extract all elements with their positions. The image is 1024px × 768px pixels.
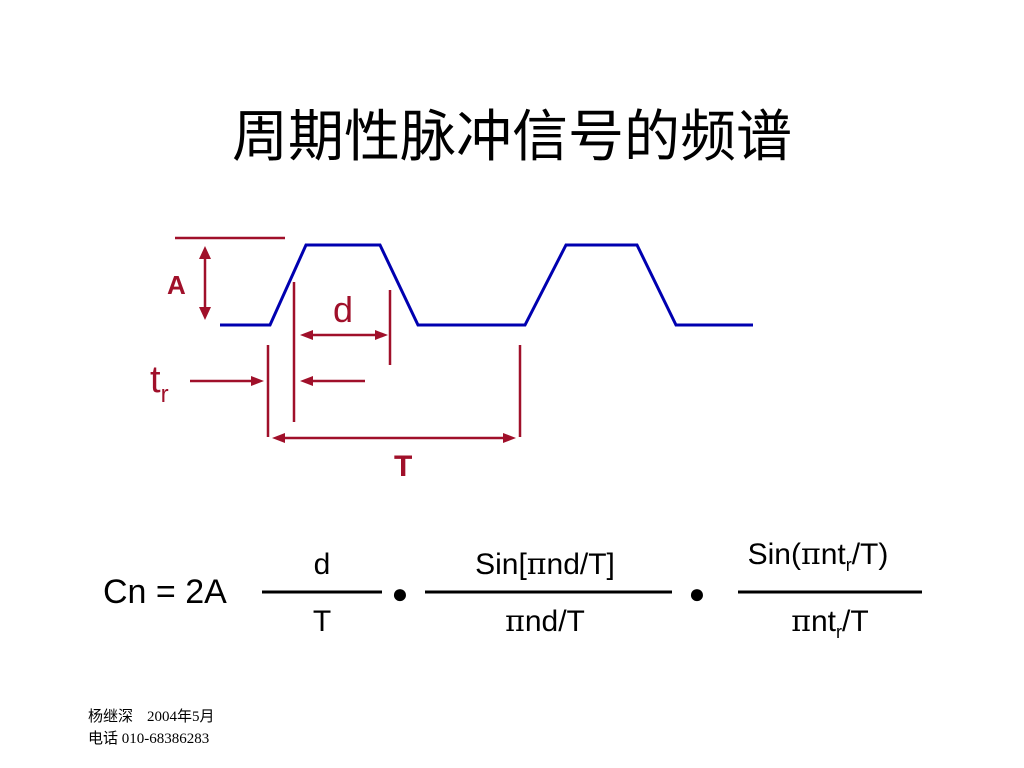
frac1-denominator: T xyxy=(313,605,331,638)
footer-author: 杨继深 xyxy=(88,709,134,725)
spectrum-formula: Cn = 2A d T ● Sin[πnd/T] πnd/T ● Sin(πnt… xyxy=(103,537,922,642)
frac2-denominator: πnd/T xyxy=(505,604,585,639)
footer-credits: 杨继深 2004年5月 电话 010-68386283 xyxy=(88,706,215,750)
multiply-dot-2: ● xyxy=(689,578,706,609)
page-title: 周期性脉冲信号的频谱 xyxy=(232,105,792,170)
frac2-numerator: Sin[πnd/T] xyxy=(475,547,615,582)
footer-date: 2004年5月 xyxy=(147,709,215,725)
formula-lhs: Cn = 2A xyxy=(103,573,227,611)
label-rise-time: tr xyxy=(150,359,169,408)
annotation-lines xyxy=(175,236,522,440)
multiply-dot-1: ● xyxy=(392,578,409,609)
footer-line-1: 杨继深 2004年5月 xyxy=(88,706,215,728)
pulse-waveform xyxy=(220,243,753,327)
footer-phone: 电话 010-68386283 xyxy=(88,731,210,747)
arrow-heads xyxy=(199,246,516,443)
label-period: T xyxy=(394,450,412,483)
frac1-numerator: d xyxy=(314,548,331,581)
label-amplitude: A xyxy=(167,270,186,300)
frac3-denominator: πntr/T xyxy=(791,604,868,642)
label-width: d xyxy=(333,289,353,330)
frac3-numerator: Sin(πntr/T) xyxy=(748,537,889,575)
